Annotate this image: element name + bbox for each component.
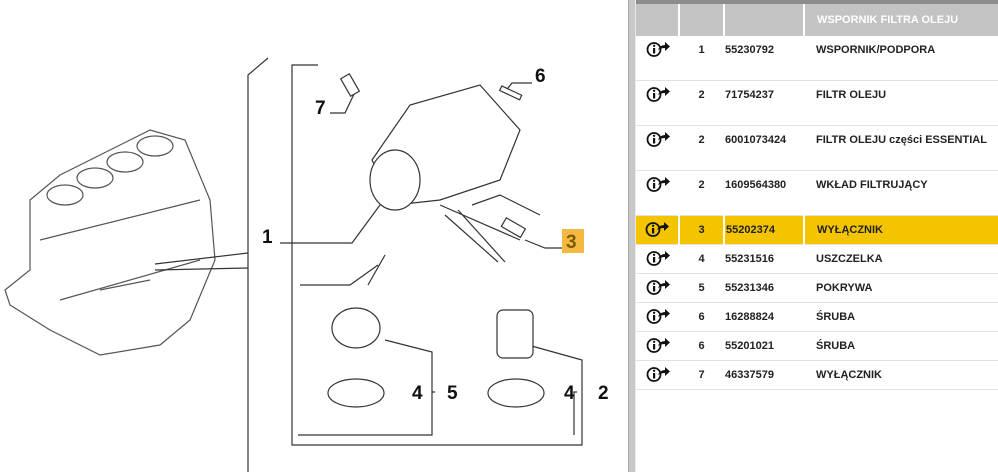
header-title: WSPORNIK FILTRA OLEJU [803,4,998,36]
callout-3[interactable]: 3 [566,232,577,253]
header-icon [636,4,679,36]
part-number: 46337579 [724,360,804,390]
part-number: 1609564380 [724,170,804,216]
info-arrow-icon[interactable] [636,215,679,245]
engine-block-drawing [4,129,216,356]
header-part [723,4,804,36]
part-description: USZCZELKA [804,244,998,274]
panel-top-bar [636,0,998,4]
info-arrow-icon[interactable] [636,244,679,274]
info-arrow-icon[interactable] [636,360,679,390]
callout-7[interactable]: 7 [315,98,326,119]
callout-4b[interactable]: 4 [564,383,575,404]
part-description: ŚRUBA [804,302,998,332]
part-number: 55202374 [723,215,804,245]
part-number: 16288824 [724,302,804,332]
parts-drawings [327,73,545,408]
ref-number: 2 [679,125,724,171]
table-header: WSPORNIK FILTRA OLEJU [636,4,998,36]
ref-number: 6 [679,302,724,332]
part-number: 55201021 [724,331,804,361]
ref-number: 7 [679,360,724,390]
parts-diagram: 1 2 3 4 4 5 6 7 [4,57,609,472]
part-description: ŚRUBA [804,331,998,361]
part-description: POKRYWA [804,273,998,303]
ref-number: 1 [679,36,724,81]
info-arrow-icon[interactable] [636,80,679,126]
info-arrow-icon[interactable] [636,331,679,361]
highlight-callout-box [562,229,584,253]
info-arrow-icon[interactable] [636,36,679,81]
part-number: 55231346 [724,273,804,303]
info-arrow-icon[interactable] [636,302,679,332]
part-description: FILTR OLEJU [804,80,998,126]
info-arrow-icon[interactable] [636,170,679,216]
ref-number: 5 [679,273,724,303]
ref-number: 2 [679,170,724,216]
callout-6[interactable]: 6 [535,66,546,87]
ref-number: 3 [678,215,724,245]
callout-2[interactable]: 2 [598,383,609,404]
header-ref [678,4,724,36]
part-number: 55231516 [724,244,804,274]
callout-1[interactable]: 1 [262,227,273,248]
info-arrow-icon[interactable] [636,125,679,171]
callout-5[interactable]: 5 [447,383,458,404]
part-number: 6001073424 [724,125,804,171]
callout-lines [154,57,583,472]
part-description: WYŁĄCZNIK [803,215,998,245]
splitter[interactable] [628,0,636,472]
part-description: WKŁAD FILTRUJĄCY [804,170,998,216]
ref-number: 2 [679,80,724,126]
part-description: FILTR OLEJU części ESSENTIAL [804,125,998,171]
info-arrow-icon[interactable] [636,273,679,303]
part-description: WSPORNIK/PODPORA [804,36,998,81]
part-description: WYŁĄCZNIK [804,360,998,390]
part-number: 55230792 [724,36,804,81]
ref-number: 4 [679,244,724,274]
ref-number: 6 [679,331,724,361]
part-number: 71754237 [724,80,804,126]
callout-4a[interactable]: 4 [412,383,423,404]
